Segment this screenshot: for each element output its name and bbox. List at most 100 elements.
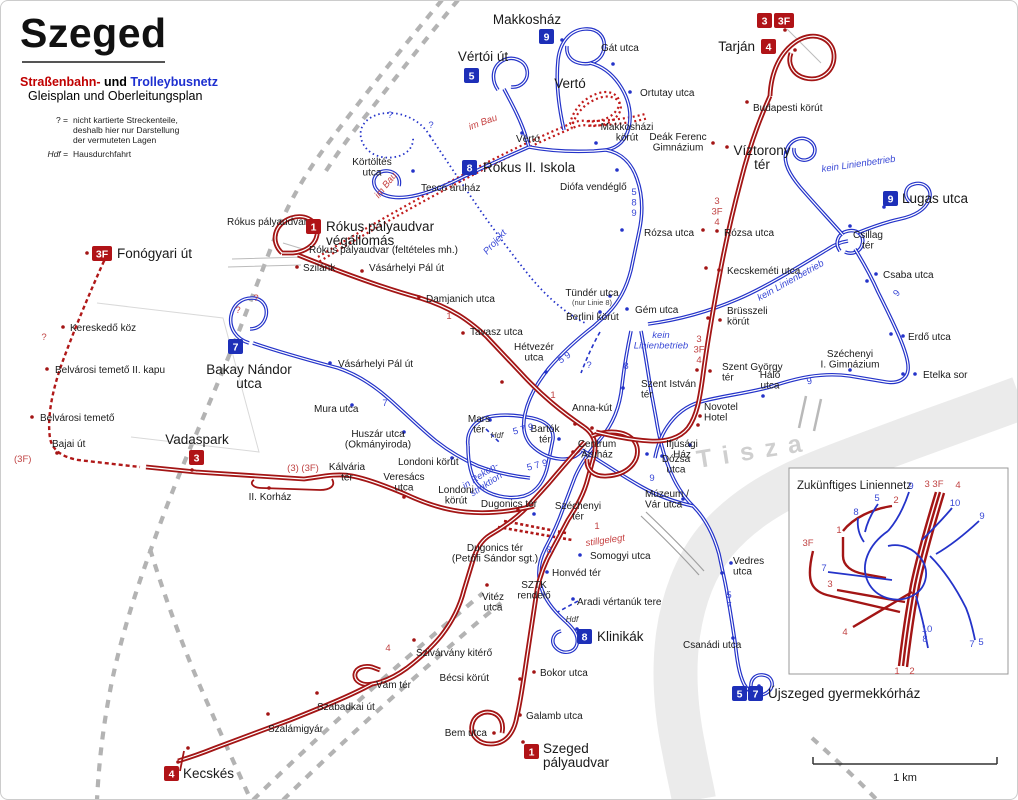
legend-key-hdf: Hdf = <box>47 149 68 159</box>
legend: ? = nicht kartierte Streckenteile, desha… <box>42 115 250 159</box>
label-somogyi-utca: Somogyi utca <box>590 551 651 562</box>
stop-marker <box>350 403 354 407</box>
label-klinikak: Klinikák <box>597 629 644 644</box>
label-ujszeged-gyermekkorhaz: Újszeged gyermekkórház <box>768 686 921 701</box>
stop-marker <box>411 169 415 173</box>
stop-marker <box>488 418 492 422</box>
label-tunder-utca: Tündér utca <box>565 288 619 299</box>
badge-number: 7 <box>233 342 239 354</box>
stop-marker <box>412 638 416 642</box>
stop-marker <box>783 28 787 32</box>
label-q-blue-2: ? <box>428 120 433 131</box>
track-centerline <box>586 431 638 477</box>
stop-marker <box>61 325 65 329</box>
stop-marker <box>615 168 619 172</box>
label-i-1a: 1 <box>836 525 841 536</box>
label-vadaspark: Vadaspark <box>165 432 229 447</box>
legend-row-unmapped: ? = nicht kartierte Streckenteile, desha… <box>42 115 250 145</box>
label-diofa-vendeglo: Diófa vendéglő <box>560 182 627 193</box>
stop-marker <box>560 38 564 42</box>
stop-marker <box>516 508 520 512</box>
stop-marker <box>725 145 729 149</box>
label-honved-ter: Honvéd tér <box>552 568 602 579</box>
label-belvarosi-temeto: Belvárosi temető <box>40 413 115 424</box>
label-i-10a: 10 <box>950 498 961 509</box>
stop-marker <box>450 456 454 460</box>
label-belvarosi-temeto-ii-kapu: Belvárosi temető II. kapu <box>55 365 165 376</box>
inset-future-network <box>788 467 1009 675</box>
trolleybus-badge-rect <box>748 686 763 701</box>
badge-number: 3 <box>194 453 200 465</box>
title-rule <box>22 61 165 63</box>
stop-marker <box>590 426 594 430</box>
subtitle-trolleybus: Trolleybusnetz <box>130 75 218 89</box>
label-etelka-sor: Etelka sor <box>923 370 968 381</box>
stop-marker <box>571 450 575 454</box>
line-badge-tarjan-3f: 3F <box>774 13 794 28</box>
badge-number: 7 <box>753 689 759 701</box>
plan-subtitle: Gleisplan und Oberleitungsplan <box>28 89 203 103</box>
stop-marker <box>882 205 886 209</box>
legend-key-question: ? = <box>55 115 68 125</box>
label-im-bau-1: im Bau <box>467 112 499 133</box>
stop-marker <box>594 141 598 145</box>
stop-marker <box>85 251 89 255</box>
stop-marker <box>267 486 271 490</box>
stop-marker <box>698 414 702 418</box>
label-num-579-b: 5 7 9 <box>526 458 549 474</box>
label-q-red-2: ? <box>253 293 258 304</box>
stop-marker <box>729 561 733 565</box>
badge-number: 4 <box>169 769 175 781</box>
label-num-9-b: 9 <box>806 376 813 388</box>
stop-marker <box>266 712 270 716</box>
track-centerline <box>492 57 528 91</box>
line-badge-makkoshaz: 9 <box>539 29 554 44</box>
label-q-blue-3: ? <box>586 360 591 371</box>
trolleybus-badge-rect <box>883 191 898 206</box>
stop-marker <box>695 368 699 372</box>
trolleybus-projekt-dotted <box>359 112 601 614</box>
label-tesco-aruhaz: Tesco áruház <box>421 183 480 194</box>
label-tavasz-utca: Tavasz utca <box>470 327 523 338</box>
label-rokus-felteteles: Rókus pályaudvar (feltételes mh.) <box>309 245 458 256</box>
track-centerline <box>556 28 605 131</box>
track-centerline <box>230 297 267 344</box>
stop-marker <box>784 150 788 154</box>
track-centerline <box>297 254 585 428</box>
label-tunder-sub: (nur Linie 8) <box>572 298 613 307</box>
stop-marker <box>545 570 549 574</box>
label-rozsa-utca-r: Rózsa utca <box>724 228 774 239</box>
label-hdf-aradi: Hdf <box>566 615 579 624</box>
label-szabadkai-ut: Szabadkai út <box>317 702 375 713</box>
label-i-9a: 9 <box>908 481 913 492</box>
tram-3f-dashed <box>47 249 141 469</box>
trolleybus-badge-rect <box>732 686 747 701</box>
label-vasarhelyi-pal-ut-r: Vásárhelyi Pál út <box>369 263 444 274</box>
tram-badge-rect <box>774 13 794 28</box>
label-berlini-korut: Berlini körút <box>566 312 619 323</box>
track-centerline <box>856 182 931 234</box>
label-num-1-c: 1 <box>594 521 599 532</box>
stop-marker <box>176 760 180 764</box>
line-badge-tarjan-3: 3 <box>757 13 772 28</box>
label-rokus-ii-iskola: Rókus II. Iskola <box>483 160 576 175</box>
label-i-2a: 2 <box>893 495 898 506</box>
label-kecskes: Kecskés <box>183 766 234 781</box>
label-ii-korhaz: II. Korház <box>249 492 292 503</box>
stop-marker <box>688 443 692 447</box>
stop-marker <box>848 368 852 372</box>
track-centerline <box>471 426 596 745</box>
